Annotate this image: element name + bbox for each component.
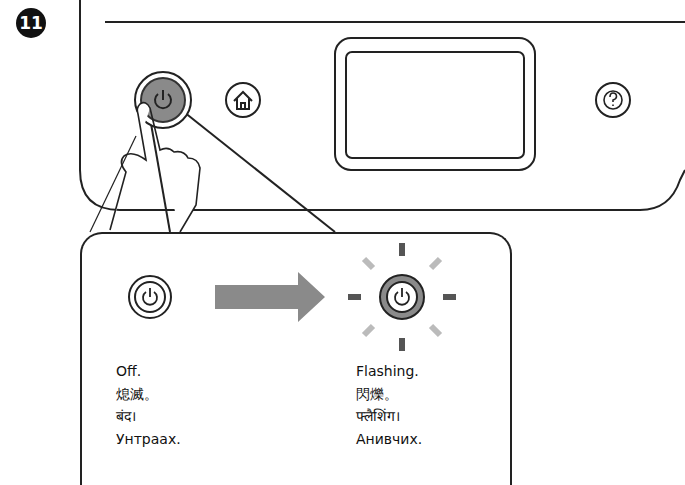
power-icon	[155, 90, 171, 108]
screen	[346, 52, 524, 158]
magnify-line	[184, 112, 335, 232]
power-icon	[395, 288, 409, 305]
status-text: 閃爍。	[356, 385, 398, 403]
pointing-hand	[110, 103, 200, 232]
status-text: Flashing.	[356, 362, 419, 380]
power-icon	[143, 288, 157, 305]
callout-number: 11	[16, 8, 46, 38]
help-icon	[610, 93, 617, 106]
panel-edge	[105, 21, 685, 23]
status-text: Off.	[116, 362, 141, 380]
screen-frame	[335, 38, 535, 170]
power-button-off	[129, 276, 171, 318]
status-text: फ्लैशिंग।	[356, 407, 400, 425]
home-icon	[234, 92, 252, 109]
pointing-hand	[90, 136, 136, 232]
status-text: Анивчих.	[356, 430, 422, 448]
flash-rays	[348, 243, 456, 351]
home-button	[226, 83, 260, 117]
status-text: बंद।	[116, 407, 136, 425]
power-button-flashing	[387, 282, 417, 312]
status-text: 熄滅。	[116, 385, 158, 403]
status-text: Унтраах.	[116, 430, 181, 448]
power-button-flashing	[380, 275, 424, 319]
magnified-callout-box: Off. 熄滅。 बंद। Унтраах. Flashing. 閃爍。 फ्लैशिंग।…	[80, 232, 512, 485]
power-button	[141, 78, 185, 122]
power-button-off	[135, 282, 165, 312]
help-icon	[604, 91, 622, 109]
transition-arrow	[215, 272, 325, 322]
help-button	[596, 83, 630, 117]
